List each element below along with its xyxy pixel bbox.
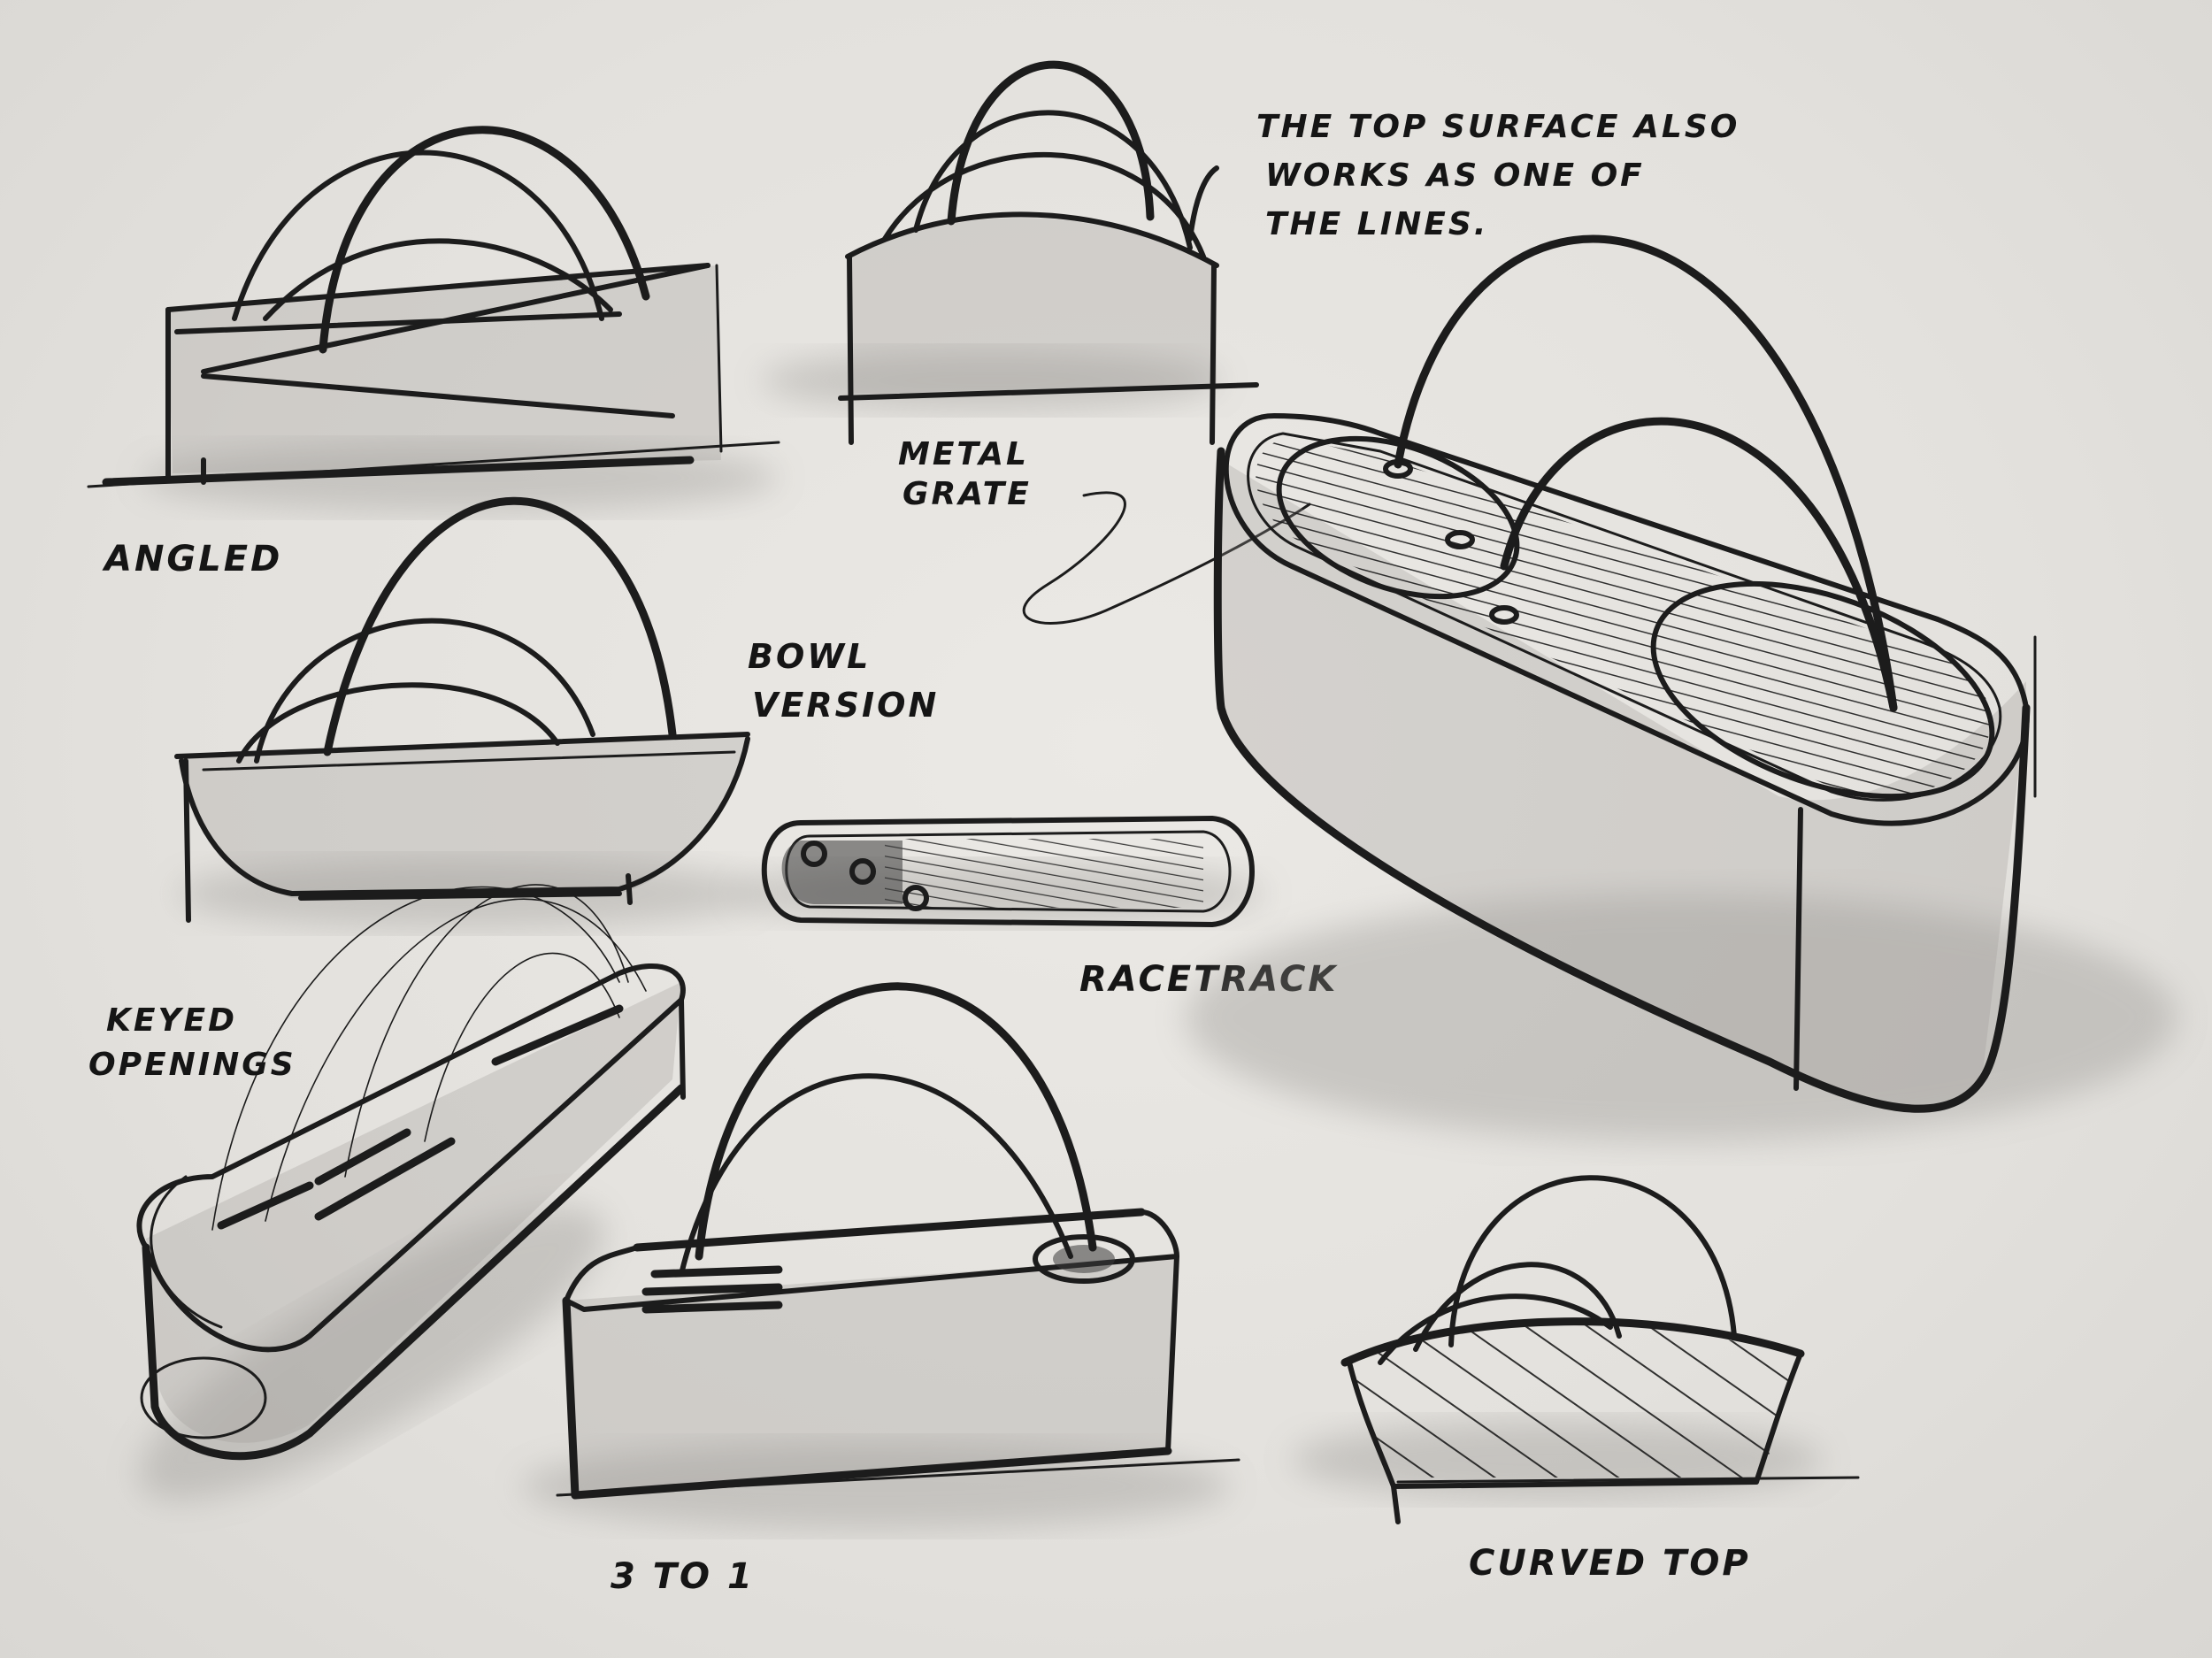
note-bowl-line2: VERSION [752, 686, 939, 725]
note-keyed-line1: KEYED [106, 1002, 237, 1039]
note-metal-grate-line1: METAL [898, 436, 1029, 472]
large-racetrack-sketch [1186, 234, 2177, 1141]
note-top-surface-line1: THE TOP SURFACE ALSO [1256, 109, 1740, 145]
note-angled: ANGLED [102, 539, 282, 580]
note-bowl-line1: BOWL [748, 637, 871, 676]
note-metal-grate-line2: GRATE [902, 476, 1032, 512]
racetrack-sketch [734, 816, 1265, 927]
top-surface-note: THE TOP SURFACE ALSO WORKS AS ONE OF THE… [1256, 109, 1740, 242]
three-to-one-sketch [522, 982, 1240, 1531]
curved-top-sketch [1292, 1175, 1860, 1524]
keyed-openings-sketch [136, 884, 686, 1501]
note-curved-top: CURVED TOP [1469, 1543, 1751, 1584]
note-top-surface-line2: WORKS AS ONE OF [1265, 157, 1645, 194]
angled-sketch [87, 126, 780, 513]
grate-front-sketch [761, 60, 1259, 445]
bowl-sketch [174, 496, 761, 929]
note-top-surface-line3: THE LINES. [1265, 206, 1488, 242]
note-three-to-one: 3 TO 1 [611, 1556, 755, 1597]
note-keyed-line2: OPENINGS [88, 1047, 296, 1083]
